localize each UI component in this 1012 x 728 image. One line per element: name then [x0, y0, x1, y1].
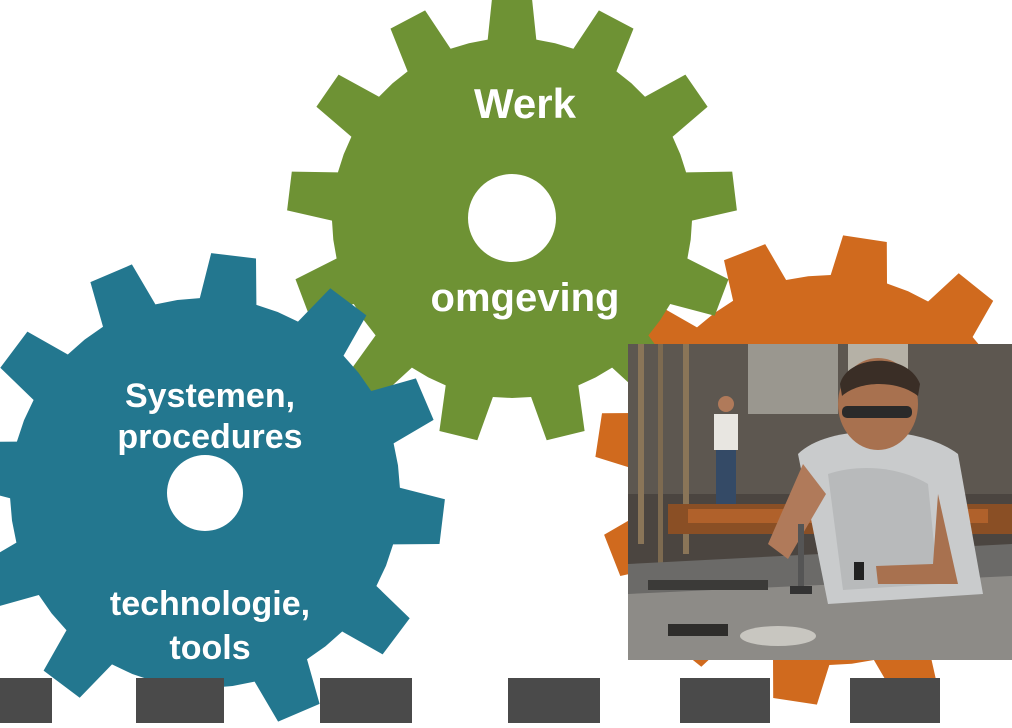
technology-line-1: technologie, — [109, 585, 311, 623]
worker-photo-illustration — [628, 344, 1012, 660]
systems-line-2: procedures — [117, 418, 303, 456]
track-block — [320, 678, 412, 723]
track-block — [136, 678, 224, 723]
gear-label-systems: Systemen, procedures — [70, 376, 350, 458]
track-rail — [0, 678, 940, 723]
gear-label-technology: technologie, tools — [70, 582, 350, 670]
gear-label-omgeving: omgeving — [430, 276, 620, 320]
track-block — [0, 678, 52, 723]
track-block — [850, 678, 940, 723]
gear-systems — [0, 253, 445, 728]
green-gear-shape — [287, 0, 737, 441]
track-block — [508, 678, 600, 723]
systems-line-1: Systemen, — [124, 377, 296, 415]
technology-line-2: tools — [169, 629, 251, 667]
teal-gear-shape — [0, 253, 445, 728]
track-block — [680, 678, 770, 723]
gear-label-werk: Werk — [474, 80, 576, 127]
gear-work — [287, 0, 737, 441]
worker-photo — [628, 344, 1012, 660]
